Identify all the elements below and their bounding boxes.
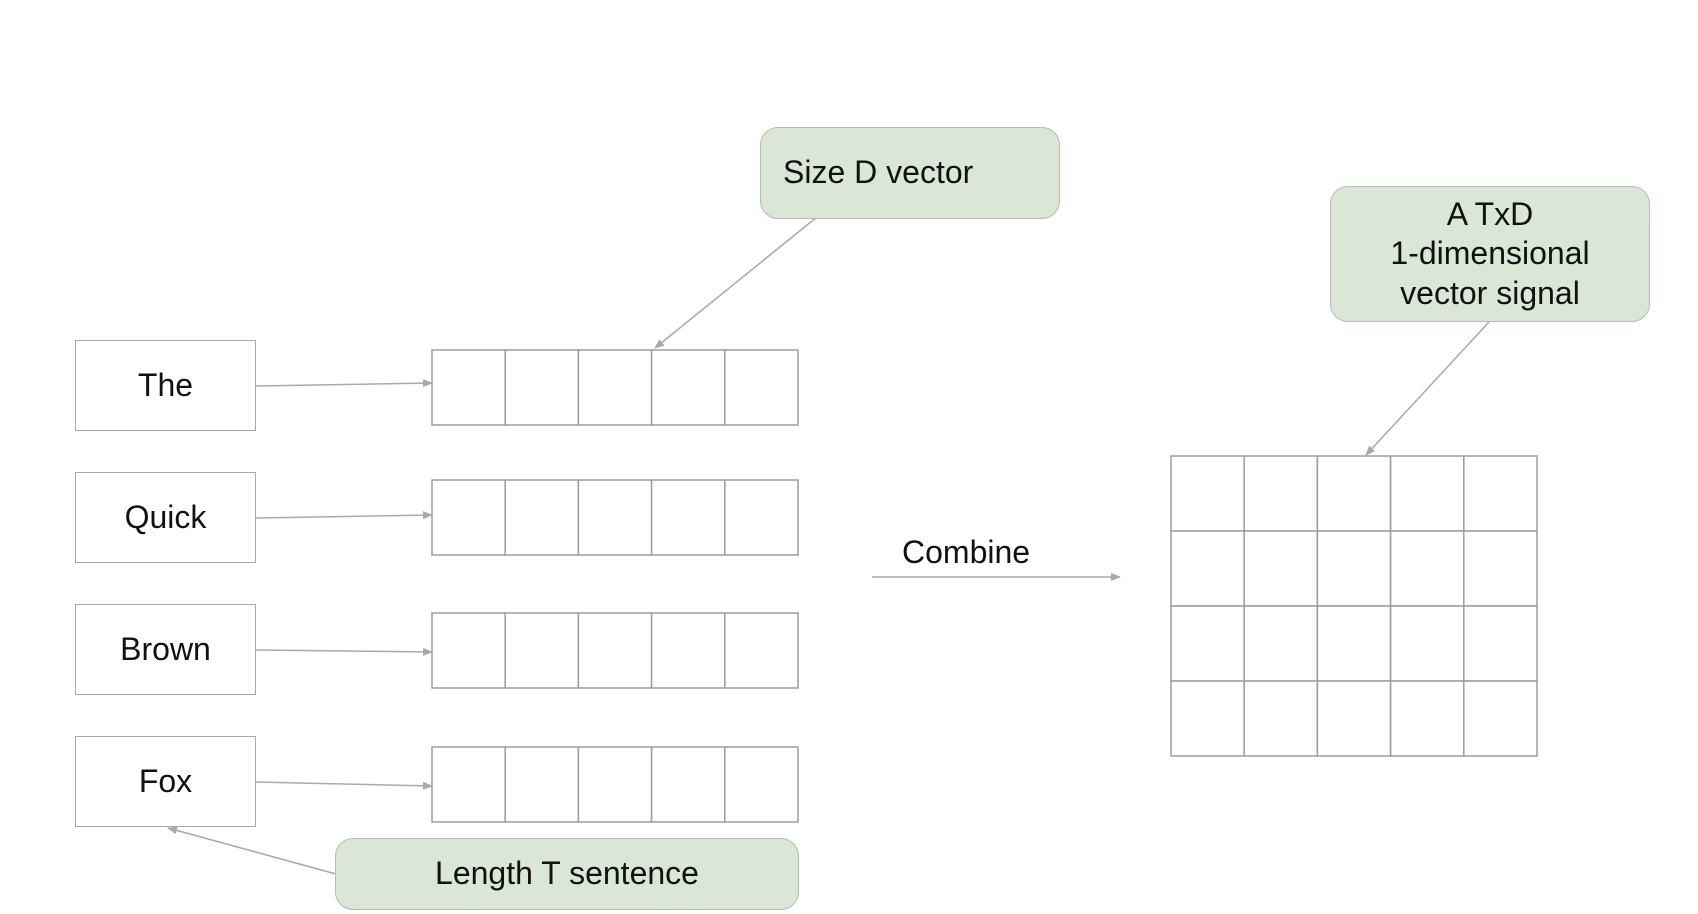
combine-label: Combine [902, 534, 1031, 570]
word-box-brown: Brown [75, 604, 256, 695]
vector-cell-quick [504, 479, 580, 556]
matrix-cell [1389, 530, 1465, 607]
vector-cell-fox [650, 746, 726, 823]
word-box-fox: Fox [75, 736, 256, 827]
word-to-vector-arrow-quick [255, 511, 433, 520]
txd-signal-line-1: A TxD [1446, 196, 1534, 233]
vector-cell-brown [431, 612, 506, 689]
matrix-cell [1463, 680, 1538, 757]
word-label-quick: Quick [124, 499, 207, 535]
txd-pointer-arrow [1365, 321, 1490, 456]
word-to-vector-arrow-the [255, 379, 433, 388]
length-t-pointer-arrow [167, 826, 337, 875]
length-t-sentence-label: Length T sentence [435, 855, 699, 892]
vector-cell-the [431, 349, 506, 426]
word-label-fox: Fox [138, 763, 193, 799]
word-label-brown: Brown [120, 631, 211, 667]
matrix-cell [1243, 455, 1319, 532]
word-label-the: The [137, 367, 194, 403]
vector-cell-the [577, 349, 653, 426]
matrix-cell [1389, 605, 1465, 682]
txd-signal-callout: A TxD 1-dimensional vector signal [1330, 186, 1650, 322]
word-to-vector-arrow-brown [255, 647, 433, 656]
txd-signal-line-3: vector signal [1400, 274, 1580, 311]
matrix-cell [1389, 455, 1465, 532]
word-box-quick: Quick [75, 472, 256, 563]
vector-cell-brown [724, 612, 799, 689]
vector-cell-the [504, 349, 580, 426]
size-d-vector-callout: Size D vector [760, 127, 1060, 219]
matrix-cell [1463, 455, 1538, 532]
txd-signal-text: A TxD 1-dimensional vector signal [1390, 195, 1589, 312]
vector-cell-fox [431, 746, 506, 823]
matrix-cell [1316, 680, 1392, 757]
vector-cell-fox [724, 746, 799, 823]
word-to-vector-arrow-fox [255, 781, 433, 790]
matrix-cell [1389, 680, 1465, 757]
matrix-cell [1243, 605, 1319, 682]
size-d-vector-label: Size D vector [783, 154, 974, 191]
length-t-sentence-callout: Length T sentence [335, 838, 799, 910]
vector-cell-brown [577, 612, 653, 689]
matrix-cell [1243, 680, 1319, 757]
matrix-cell [1170, 455, 1245, 532]
matrix-cell [1170, 605, 1245, 682]
vector-cell-quick [724, 479, 799, 556]
vector-cell-brown [504, 612, 580, 689]
matrix-cell [1170, 680, 1245, 757]
vector-cell-quick [577, 479, 653, 556]
word-box-the: The [75, 340, 256, 431]
matrix-cell [1463, 605, 1538, 682]
vector-cell-the [724, 349, 799, 426]
vector-cell-quick [431, 479, 506, 556]
matrix-cell [1243, 530, 1319, 607]
vector-cell-the [650, 349, 726, 426]
vector-cell-fox [577, 746, 653, 823]
matrix-cell [1170, 530, 1245, 607]
vector-cell-brown [650, 612, 726, 689]
matrix-cell [1316, 605, 1392, 682]
matrix-cell [1316, 530, 1392, 607]
txd-signal-line-2: 1-dimensional [1390, 235, 1590, 272]
matrix-cell [1316, 455, 1392, 532]
size-d-pointer-arrow [654, 216, 818, 349]
vector-cell-quick [650, 479, 726, 556]
matrix-cell [1463, 530, 1538, 607]
vector-cell-fox [504, 746, 580, 823]
